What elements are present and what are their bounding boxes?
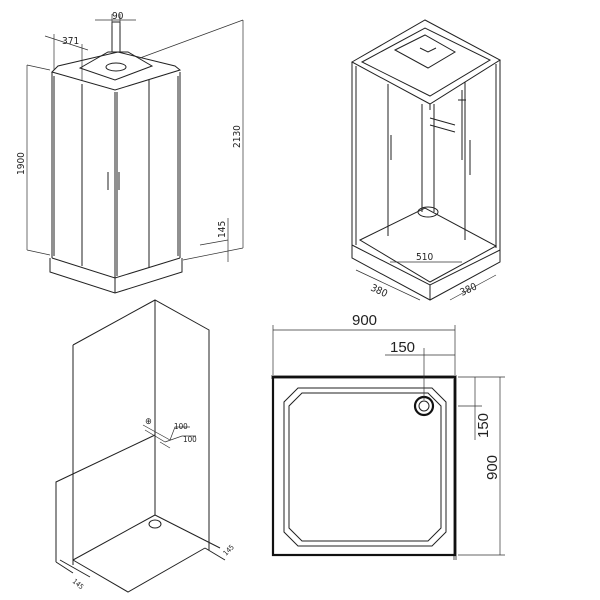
dim-mixer-offset-2: 100 bbox=[183, 435, 197, 444]
dim-base-right: 145 bbox=[222, 543, 236, 557]
dim-drain-spacing: 510 bbox=[416, 252, 433, 263]
installation-isometric-view: ⊕ 100 100 145 145 bbox=[56, 300, 236, 592]
front-isometric-view: 90 371 1900 2130 145 bbox=[16, 11, 243, 293]
dim-pipe-width: 90 bbox=[112, 11, 124, 22]
tray-plan-view: 900 150 150 900 bbox=[271, 312, 505, 560]
dim-tray-height: 145 bbox=[217, 221, 228, 238]
rear-isometric-view: 510 380 380 bbox=[352, 20, 500, 300]
dim-roof-depth: 371 bbox=[62, 36, 79, 47]
dim-total-height: 2130 bbox=[232, 125, 243, 148]
dim-mixer-offset-1: 100 bbox=[174, 422, 188, 431]
dim-base-left: 145 bbox=[71, 577, 85, 591]
dim-cabin-height: 1900 bbox=[16, 152, 27, 175]
dim-tray-width: 900 bbox=[352, 312, 377, 329]
dim-tray-depth: 900 bbox=[484, 455, 501, 480]
dim-drain-y: 150 bbox=[475, 413, 492, 438]
dim-left-depth: 380 bbox=[369, 283, 389, 300]
mixer-symbol: ⊕ bbox=[145, 417, 152, 427]
dim-right-depth: 380 bbox=[459, 281, 479, 298]
dim-drain-x: 150 bbox=[390, 339, 415, 356]
